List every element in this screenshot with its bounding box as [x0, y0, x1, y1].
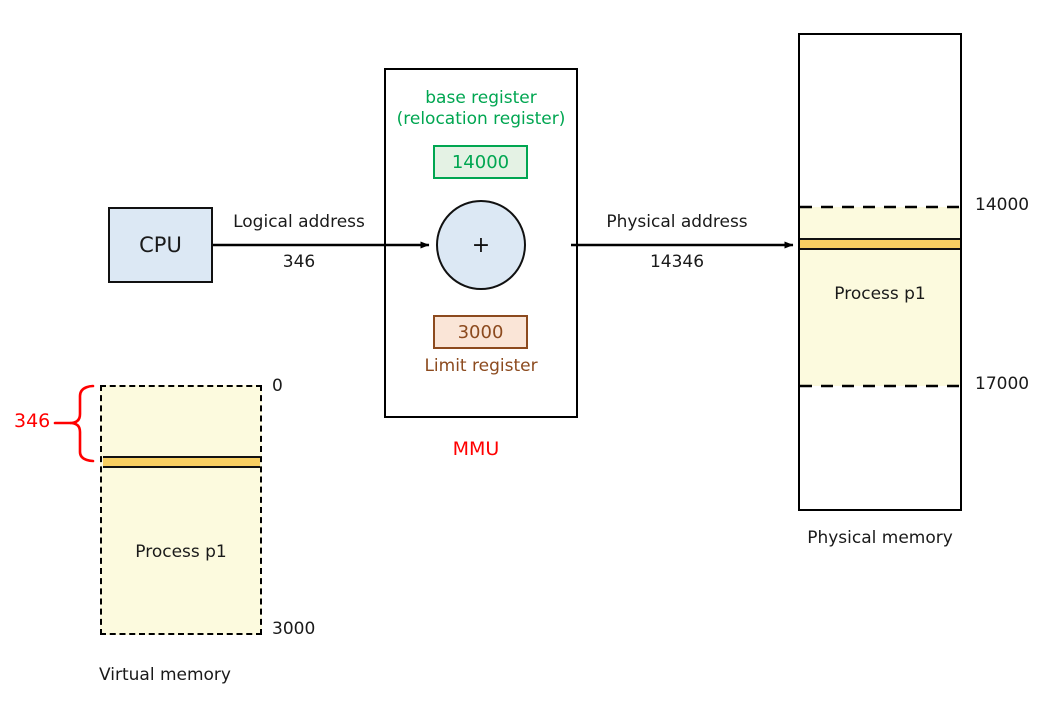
base-register-title-line2: (relocation register): [396, 109, 566, 129]
cpu-label: CPU: [139, 233, 182, 257]
mmu-box: [384, 68, 578, 418]
limit-register-value: 3000: [457, 321, 504, 343]
physical-memory-limit-address: 17000: [975, 374, 1030, 394]
virtual-memory-highlight-band: [103, 456, 260, 468]
cpu-box: CPU: [108, 207, 213, 283]
limit-register-caption: Limit register: [424, 356, 538, 376]
base-register-value: 14000: [451, 151, 510, 173]
adder-circle: +: [436, 200, 526, 290]
offset-brace: [69, 384, 95, 463]
plus-icon: +: [471, 232, 491, 258]
physical-memory-caption: Physical memory: [807, 528, 953, 548]
virtual-memory-top-address: 0: [272, 376, 283, 396]
physical-address-value: 14346: [649, 252, 705, 272]
offset-brace-label: 346: [14, 410, 51, 432]
base-register-title-line1: base register: [425, 88, 537, 108]
physical-memory-process-region: [800, 207, 960, 386]
base-register-value-box: 14000: [433, 145, 528, 179]
physical-memory-base-address: 14000: [975, 195, 1030, 215]
physical-memory-process-label: Process p1: [834, 284, 926, 304]
virtual-memory-bottom-address: 3000: [272, 619, 316, 639]
physical-address-label: Physical address: [606, 212, 748, 232]
physical-memory-highlight-band: [800, 238, 960, 250]
mmu-caption: MMU: [452, 438, 500, 460]
limit-register-value-box: 3000: [433, 315, 528, 349]
virtual-memory-box: [100, 385, 262, 635]
virtual-memory-process-label: Process p1: [135, 542, 227, 562]
virtual-memory-caption: Virtual memory: [99, 665, 231, 685]
logical-address-value: 346: [282, 252, 316, 272]
logical-address-label: Logical address: [233, 212, 365, 232]
